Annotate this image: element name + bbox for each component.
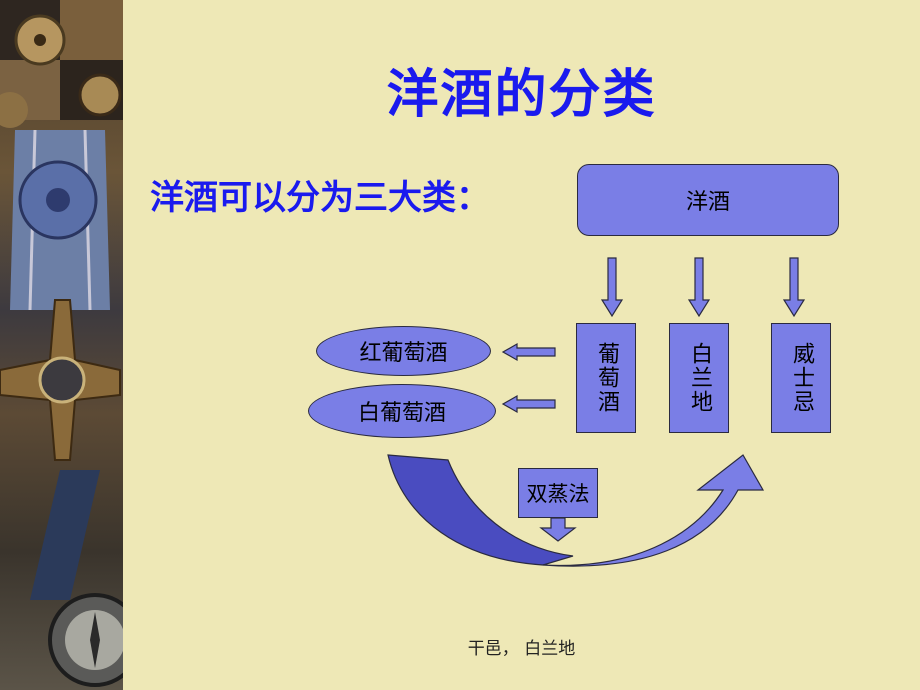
arrow-down-1 bbox=[600, 257, 624, 318]
wine-type-white: 白葡萄酒 bbox=[308, 384, 496, 438]
root-node-box: 洋酒 bbox=[577, 164, 839, 236]
category-box-wine: 葡萄酒 bbox=[576, 323, 636, 433]
decorative-sidebar-image bbox=[0, 0, 123, 690]
left-arrows bbox=[501, 342, 556, 414]
curved-arrow-light bbox=[542, 454, 765, 567]
down-arrows bbox=[600, 257, 806, 318]
arrow-down-2 bbox=[687, 257, 711, 318]
medal-collage-image bbox=[0, 0, 123, 687]
curved-arrow-dark bbox=[387, 454, 574, 566]
arrow-left-1 bbox=[501, 342, 556, 362]
category-box-brandy: 白兰地 bbox=[669, 323, 729, 433]
diagram-connectors bbox=[387, 257, 806, 567]
arrow-down-3 bbox=[782, 257, 806, 318]
slide-title: 洋酒的分类 bbox=[386, 65, 657, 125]
footer-note: 干邑， 白兰地 bbox=[467, 639, 576, 659]
slide-subtitle: 洋酒可以分为三大类： bbox=[150, 178, 490, 218]
category-box-whisky: 威士忌 bbox=[771, 323, 831, 433]
wine-type-red: 红葡萄酒 bbox=[316, 326, 491, 376]
slide: 洋酒的分类 洋酒可以分为三大类： 洋酒 葡萄酒 白兰地 威士忌 红葡萄酒 白葡萄… bbox=[123, 0, 920, 690]
method-box: 双蒸法 bbox=[518, 468, 598, 518]
arrow-left-2 bbox=[501, 394, 556, 414]
method-down-arrow bbox=[539, 517, 577, 542]
